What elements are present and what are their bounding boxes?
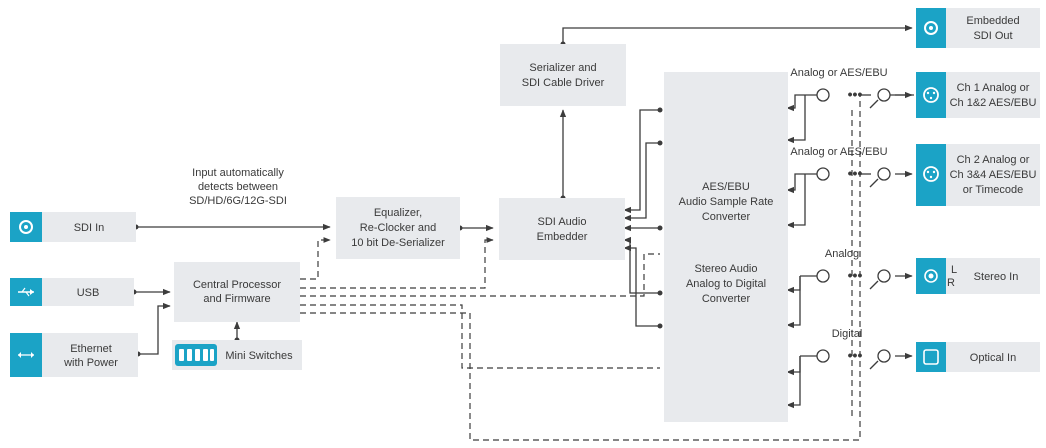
optical-in-label: Optical In [970, 352, 1016, 364]
central-processor-line1: Central Processor [193, 279, 281, 291]
annotation-line2: detects between [198, 181, 278, 193]
xlr-icon [923, 166, 939, 182]
embedded-line2: SDI Out [973, 30, 1012, 42]
stereo-line2: Analog to Digital [686, 278, 766, 290]
ch1-switch: Analog or AES/EBU ••• [790, 67, 891, 109]
sdi-audio-embedder-block: SDI Audio Embedder [499, 198, 625, 260]
control-lines [300, 95, 861, 441]
rca-icon [924, 269, 938, 283]
stereo-r-label: R [947, 277, 955, 289]
optical-icon [923, 349, 939, 365]
svg-text:•••: ••• [848, 267, 863, 283]
mini-switches-label: Mini Switches [225, 350, 293, 362]
aes-line2: Audio Sample Rate [679, 196, 774, 208]
bnc-icon [924, 21, 938, 35]
central-processor-block: Central Processor and Firmware [174, 262, 300, 322]
ch2-switch: Analog or AES/EBU ••• [790, 146, 891, 188]
input-annotation: Input automatically detects between SD/H… [189, 167, 287, 207]
stereo-in-label: Stereo In [974, 271, 1019, 283]
ch1-line2: Ch 1&2 AES/EBU [950, 97, 1037, 109]
ch1-line1: Ch 1 Analog or [957, 82, 1030, 94]
stereo-switch-label: Analog [825, 248, 859, 260]
annotation-line1: Input automatically [192, 167, 284, 179]
connections [131, 24, 914, 409]
xlr-icon [923, 87, 939, 103]
sdi-in-connector: SDI In [10, 212, 136, 242]
mini-switches-block: Mini Switches [172, 340, 302, 370]
aes-line3: Converter [702, 211, 751, 223]
converter-block: AES/EBU Audio Sample Rate Converter Ster… [664, 72, 788, 422]
stereo-line1: Stereo Audio [695, 263, 758, 275]
ch1-switch-label: Analog or AES/EBU [790, 67, 887, 79]
ethernet-label-line1: Ethernet [70, 343, 112, 355]
svg-text:•••: ••• [848, 86, 863, 102]
stereo-line3: Converter [702, 293, 751, 305]
optical-switch-label: Digital [832, 328, 863, 340]
ch1-connector: Ch 1 Analog or Ch 1&2 AES/EBU [916, 72, 1040, 118]
serializer-line1: Serializer and [529, 62, 596, 74]
optical-switch: Digital ••• [816, 328, 891, 370]
serializer-line2: SDI Cable Driver [522, 77, 605, 89]
svg-text:•••: ••• [848, 347, 863, 363]
usb-connector: USB [10, 278, 134, 306]
usb-label: USB [77, 287, 100, 299]
embedder-line1: SDI Audio [538, 216, 587, 228]
equalizer-line1: Equalizer, [374, 207, 422, 219]
ch2-line1: Ch 2 Analog or [957, 154, 1030, 166]
equalizer-line3: 10 bit De-Serializer [351, 237, 445, 249]
serializer-block: Serializer and SDI Cable Driver [500, 44, 626, 106]
equalizer-line2: Re-Clocker and [360, 222, 436, 234]
dip-switch-icon [179, 349, 214, 361]
embedded-sdi-out-connector: Embedded SDI Out [916, 8, 1040, 48]
optical-in-connector: Optical In [916, 342, 1040, 372]
stereo-l-label: L [951, 264, 957, 276]
ethernet-label-line2: with Power [63, 357, 118, 369]
embedded-line1: Embedded [966, 15, 1019, 27]
ethernet-connector: Ethernet with Power [10, 333, 138, 377]
central-processor-line2: and Firmware [203, 293, 270, 305]
stereo-switch: Analog ••• [816, 248, 891, 290]
ch2-connector: Ch 2 Analog or Ch 3&4 AES/EBU or Timecod… [916, 144, 1040, 206]
bnc-icon [19, 220, 33, 234]
sdi-in-label: SDI In [74, 222, 105, 234]
aes-line1: AES/EBU [702, 181, 750, 193]
ch2-line2: Ch 3&4 AES/EBU [950, 169, 1037, 181]
equalizer-block: Equalizer, Re-Clocker and 10 bit De-Seri… [336, 197, 460, 259]
ch2-switch-label: Analog or AES/EBU [790, 146, 887, 158]
usb-icon [18, 287, 34, 297]
svg-text:•••: ••• [848, 165, 863, 181]
annotation-line3: SD/HD/6G/12G-SDI [189, 195, 287, 207]
ch2-line3: or Timecode [963, 184, 1024, 196]
stereo-in-connector: L R Stereo In [916, 258, 1040, 294]
embedder-line2: Embedder [537, 231, 588, 243]
ethernet-arrows-icon [18, 352, 34, 358]
